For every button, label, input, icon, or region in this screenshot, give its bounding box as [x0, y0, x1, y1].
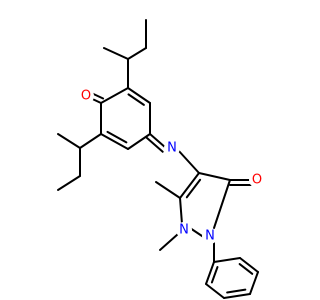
atom-label-background: [164, 140, 180, 156]
bond-line: [57, 175, 81, 191]
bond-line: [213, 257, 241, 263]
bond-line: [205, 283, 225, 299]
double-bond-inner-line: [106, 130, 128, 144]
double-bond-line: [145, 136, 164, 153]
pyrazolone-oxygen-atom: O: [249, 172, 265, 188]
double-bond-inner-line: [127, 93, 145, 106]
double-bond-inner-line: [226, 288, 247, 294]
bond-line: [239, 257, 259, 273]
molecule-structure-diagram: O N O N N: [57, 19, 265, 299]
bond-line: [100, 87, 129, 104]
atom-label-background: [78, 88, 94, 104]
bond-line: [79, 133, 102, 149]
bond-line: [127, 47, 147, 60]
atom-symbol: N: [167, 141, 177, 156]
imine-nitrogen-atom: N: [164, 140, 180, 156]
double-bond-inner-line: [185, 178, 202, 199]
bond-line: [205, 261, 215, 285]
bond-line: [179, 172, 200, 199]
atom-symbol: O: [252, 173, 262, 188]
bond-line: [155, 181, 181, 199]
bond-line: [179, 197, 183, 225]
bond-layer: [57, 19, 259, 299]
bond-line: [198, 172, 231, 181]
bond-line: [100, 133, 129, 150]
atom-label-background: [249, 172, 265, 188]
double-bond-inner-line: [238, 263, 254, 275]
bond-line: [57, 133, 81, 149]
double-bond-inner-line: [210, 266, 219, 284]
atom-symbol: N: [205, 229, 215, 244]
carbonyl-oxygen-atom: O: [78, 88, 94, 104]
atom-symbol: O: [81, 89, 91, 104]
methyl-nitrogen-atom: N: [176, 222, 192, 238]
bond-line: [103, 47, 129, 60]
bond-line: [213, 179, 231, 229]
bond-line: [159, 233, 179, 251]
atom-label-background: [176, 222, 192, 238]
bond-line: [127, 133, 151, 150]
atom-label-layer: O N O N N: [78, 88, 265, 244]
bond-line: [249, 271, 259, 295]
atom-label-background: [202, 228, 218, 244]
bond-line: [223, 293, 251, 299]
bond-line: [177, 149, 200, 174]
atom-symbol: N: [179, 223, 189, 238]
bond-line: [127, 87, 151, 104]
phenyl-nitrogen-atom: N: [202, 228, 218, 244]
bond-line: [149, 133, 167, 149]
